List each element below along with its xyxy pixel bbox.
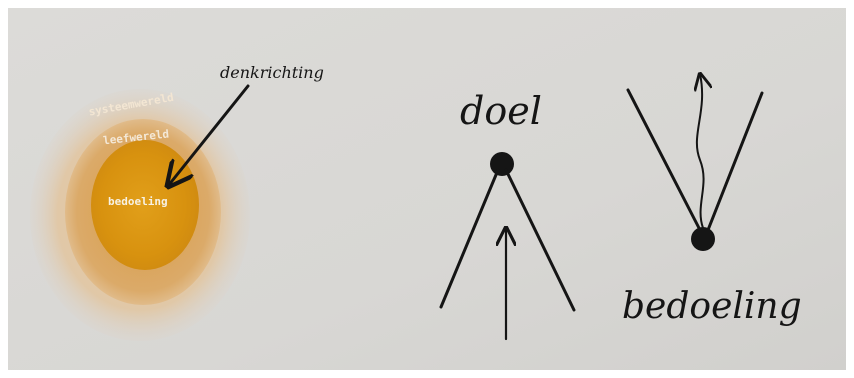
bedoeling-dot bbox=[691, 227, 715, 251]
doel-dot bbox=[490, 152, 514, 176]
denkrichting-label: denkrichting bbox=[220, 63, 324, 82]
core-label: bedoeling bbox=[108, 195, 168, 208]
doel-label: doel bbox=[460, 89, 542, 133]
bedoeling-label: bedoeling bbox=[622, 286, 802, 327]
